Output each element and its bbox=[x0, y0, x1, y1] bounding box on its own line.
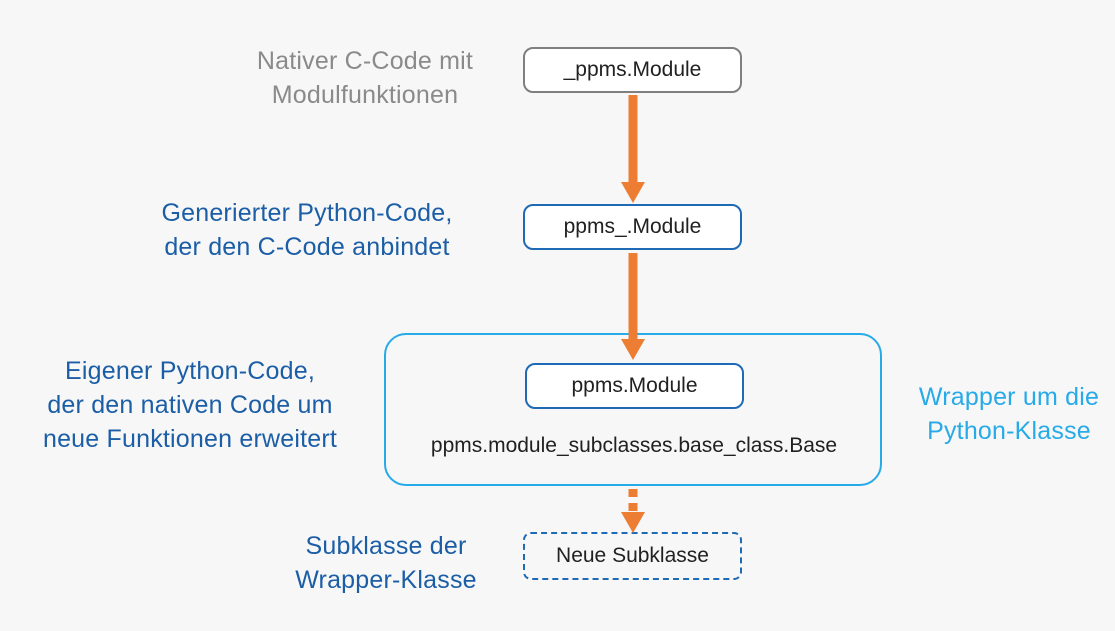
base-class-path-text: ppms.module_subclasses.base_class.Base bbox=[430, 434, 838, 457]
arrow-shaft bbox=[628, 95, 638, 183]
arrow-wrapper-to-subclass-dashed-icon bbox=[621, 489, 645, 533]
wrapper-class-container: ppms.Module ppms.module_subclasses.base_… bbox=[384, 333, 882, 486]
node-new-subclass: Neue Subklasse bbox=[523, 532, 742, 580]
label-own-python-code-line3: neue Funktionen erweitert bbox=[42, 425, 338, 453]
arrow-shaft bbox=[628, 253, 638, 340]
label-generated-python-code: Generierter Python-Code, der den C-Code … bbox=[137, 196, 477, 264]
arrow-native-to-generated-icon bbox=[621, 95, 645, 203]
arrow-head bbox=[621, 182, 645, 203]
arrow-head bbox=[621, 512, 645, 533]
arrow-generated-to-wrapper-icon bbox=[621, 253, 645, 360]
label-subclass-of-wrapper-line2: Wrapper-Klasse bbox=[295, 566, 477, 594]
label-own-python-code: Eigener Python-Code, der den nativen Cod… bbox=[25, 354, 355, 456]
label-native-c-code-line2: Modulfunktionen bbox=[271, 81, 459, 109]
label-native-c-code: Nativer C-Code mit Modulfunktionen bbox=[220, 44, 510, 112]
label-wrapper-python-class: Wrapper um die Python-Klasse bbox=[899, 380, 1115, 448]
label-wrapper-python-class-line2: Python-Klasse bbox=[927, 417, 1091, 445]
label-subclass-of-wrapper: Subklasse der Wrapper-Klasse bbox=[266, 529, 506, 597]
arrow-head bbox=[621, 339, 645, 360]
node-generated-module-label: ppms_.Module bbox=[563, 215, 702, 238]
label-generated-python-code-line2: der den C-Code anbindet bbox=[164, 233, 450, 261]
label-wrapper-python-class-line1: Wrapper um die bbox=[918, 383, 1100, 411]
node-generated-module: ppms_.Module bbox=[523, 204, 742, 250]
node-wrapper-module: ppms.Module bbox=[525, 363, 744, 409]
node-new-subclass-label: Neue Subklasse bbox=[556, 544, 709, 567]
label-native-c-code-line1: Nativer C-Code mit bbox=[256, 47, 474, 75]
node-native-module-label: _ppms.Module bbox=[563, 58, 702, 81]
label-own-python-code-line1: Eigener Python-Code, bbox=[65, 357, 315, 385]
node-wrapper-module-label: ppms.Module bbox=[571, 374, 698, 397]
label-subclass-of-wrapper-line1: Subklasse der bbox=[305, 532, 467, 560]
node-native-module: _ppms.Module bbox=[523, 47, 742, 93]
label-own-python-code-line2: der den nativen Code um bbox=[47, 391, 333, 419]
label-generated-python-code-line1: Generierter Python-Code, bbox=[161, 199, 453, 227]
arrow-shaft-dashed bbox=[628, 489, 638, 512]
